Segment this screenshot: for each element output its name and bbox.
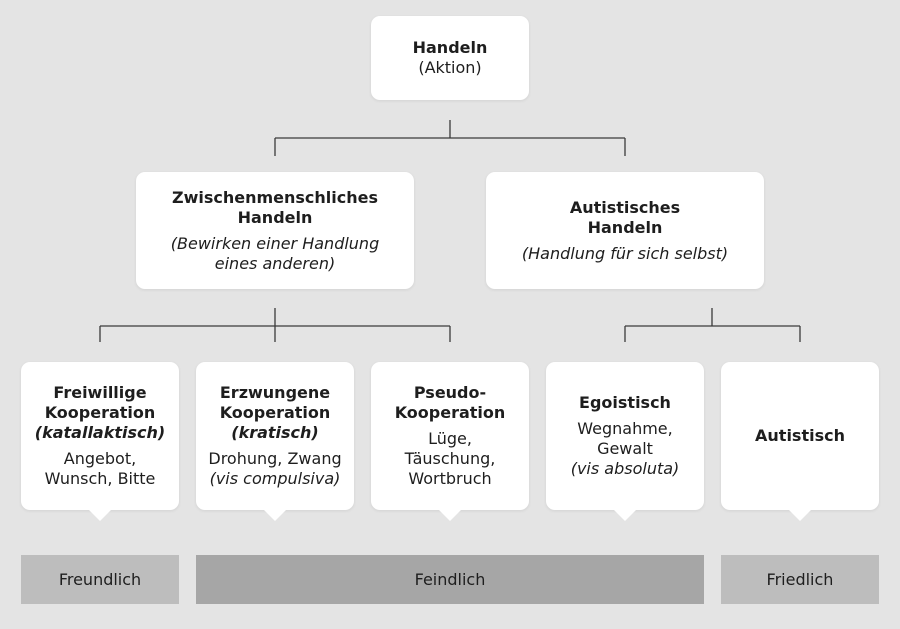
node-erzwungene-title-1: Erzwungene bbox=[219, 383, 331, 402]
node-freiwillige-kooperation: Freiwillige Kooperation (katallaktisch) … bbox=[21, 362, 179, 521]
node-erzwungene-title-2: Kooperation bbox=[219, 403, 331, 422]
node-autistisch-pointer bbox=[788, 509, 812, 521]
band-freundlich-label: Freundlich bbox=[58, 570, 142, 589]
node-autistisch: Autistisch bbox=[721, 362, 879, 521]
band-friedlich: Friedlich bbox=[721, 555, 879, 604]
node-pseudo-title-1: Pseudo- bbox=[413, 383, 487, 402]
band-freundlich: Freundlich bbox=[21, 555, 179, 604]
node-zwischenmenschlich-desc-1: (Bewirken einer Handlung bbox=[170, 233, 380, 253]
node-erzwungene-detail-1: Drohung, Zwang bbox=[208, 449, 342, 468]
node-freiwillige-detail-2: Wunsch, Bitte bbox=[44, 469, 156, 488]
band-feindlich: Feindlich bbox=[196, 555, 704, 604]
node-zwischenmenschlich-title-2: Handeln bbox=[237, 207, 313, 227]
node-erzwungene-qualifier: (kratisch) bbox=[231, 423, 319, 442]
node-erzwungene-pointer bbox=[263, 509, 287, 521]
interpersonal-connector bbox=[99, 308, 451, 342]
node-freiwillige-pointer bbox=[88, 509, 112, 521]
band-feindlich-label: Feindlich bbox=[414, 570, 486, 589]
node-egoistisch-pointer bbox=[613, 509, 637, 521]
node-zwischenmenschlich-title-1: Zwischenmenschliches bbox=[171, 187, 379, 207]
node-freiwillige-detail-1: Angebot, bbox=[63, 449, 137, 468]
node-freiwillige-title-2: Kooperation bbox=[44, 403, 156, 422]
node-pseudo-detail-1: Lüge, bbox=[428, 429, 472, 448]
node-egoistisch-detail-3: (vis absoluta) bbox=[570, 459, 680, 478]
node-autistisches-handeln: Autistisches Handeln (Handlung für sich … bbox=[486, 172, 764, 289]
node-erzwungene-kooperation: Erzwungene Kooperation (kratisch) Drohun… bbox=[196, 362, 354, 521]
band-friedlich-label: Friedlich bbox=[766, 570, 834, 589]
node-autistisches-desc: (Handlung für sich selbst) bbox=[521, 243, 729, 263]
node-freiwillige-qualifier: (katallaktisch) bbox=[34, 423, 166, 442]
root-connector bbox=[274, 120, 626, 156]
node-egoistisch-title: Egoistisch bbox=[579, 393, 671, 412]
node-erzwungene-detail-2: (vis compulsiva) bbox=[209, 469, 341, 488]
node-handeln-subtitle: (Aktion) bbox=[418, 58, 482, 77]
node-handeln-title: Handeln bbox=[412, 38, 488, 57]
node-handeln: Handeln (Aktion) bbox=[371, 16, 529, 100]
node-pseudo-title-2: Kooperation bbox=[394, 403, 506, 422]
node-autistisches-title-2: Handeln bbox=[587, 217, 663, 237]
node-pseudo-detail-3: Wortbruch bbox=[408, 469, 492, 488]
node-pseudo-detail-2: Täuschung, bbox=[404, 449, 496, 468]
node-pseudo-pointer bbox=[438, 509, 462, 521]
node-egoistisch-detail-2: Gewalt bbox=[597, 439, 653, 458]
node-egoistisch: Egoistisch Wegnahme, Gewalt (vis absolut… bbox=[546, 362, 704, 521]
node-pseudo-kooperation: Pseudo- Kooperation Lüge, Täuschung, Wor… bbox=[371, 362, 529, 521]
node-freiwillige-title-1: Freiwillige bbox=[53, 383, 147, 402]
node-zwischenmenschliches-handeln: Zwischenmenschliches Handeln (Bewirken e… bbox=[136, 172, 414, 289]
node-egoistisch-detail-1: Wegnahme, bbox=[577, 419, 673, 438]
node-zwischenmenschlich-desc-2: eines anderen) bbox=[214, 253, 336, 273]
node-autistisch-title: Autistisch bbox=[755, 426, 845, 445]
node-autistisches-title-1: Autistisches bbox=[569, 197, 681, 217]
autistic-connector bbox=[624, 308, 801, 342]
